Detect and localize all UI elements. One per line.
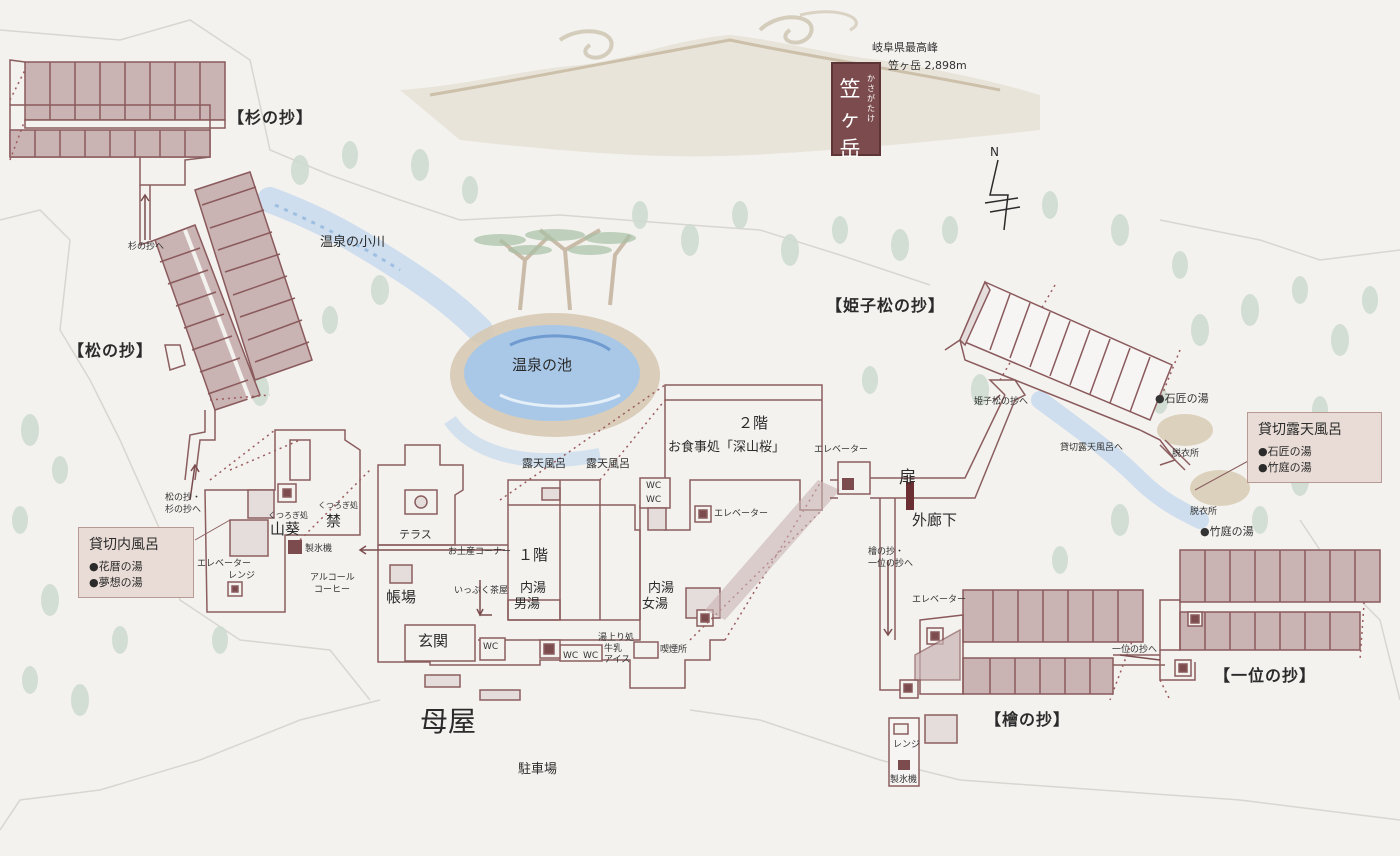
label-elevator-hinoki: エレベーター (912, 595, 967, 605)
label-to-matsu-sugi-line1: 松の抄・ (165, 493, 202, 503)
label-souvenir: お土産コーナー (448, 547, 512, 557)
kashikiri-uchiburo-box: 貸切内風呂 ●花暦の湯 ●夢想の湯 (78, 527, 194, 598)
stamp-reading: かさがたけ (867, 74, 875, 123)
label-ice-machine-small: 製氷機 (890, 775, 918, 785)
label-wc-d: WC (563, 651, 579, 661)
area-main-building: 母屋 (420, 705, 477, 738)
label-changing-room-a: 脱衣所 (1172, 449, 1200, 459)
label-outer-corridor: 外廊下 (912, 511, 958, 529)
label-restaurant: お食事処「深山桜」 (668, 440, 786, 455)
label-floor2: ２階 (738, 414, 769, 432)
label-wc-b: WC (646, 495, 662, 505)
kashikiri-rotenburo-box: 貸切露天風呂 ●石匠の湯 ●竹庭の湯 (1247, 412, 1382, 483)
area-sugi: 【杉の抄】 (228, 108, 314, 127)
label-smoking: 喫煙所 (660, 645, 688, 655)
label-door: 扉 (899, 468, 916, 488)
area-matsu: 【松の抄】 (68, 341, 154, 360)
label-elevator-main: エレベーター (714, 509, 769, 519)
label-kutsurogi-b: くつろぎ処 (318, 501, 358, 510)
peak-note-line1: 岐阜県最高峰 (872, 41, 938, 54)
hinoki-annex (888, 714, 958, 787)
label-to-ichii: 一位の抄へ (1112, 645, 1158, 655)
elevator-connector (705, 461, 871, 620)
label-alcohol-line2: コーヒー (314, 585, 351, 595)
kashikiri-uchiburo-item-1: ●花暦の湯 (89, 560, 143, 573)
kashikiri-rotenburo-item-1: ●石匠の湯 (1258, 445, 1312, 458)
label-to-hinoki-ichii-line1: 檜の抄・ (868, 547, 905, 557)
label-to-himekomatsu: 姫子松の抄へ (974, 397, 1029, 407)
label-sekisho-bath: ●石匠の湯 (1155, 392, 1209, 405)
label-range: レンジ (228, 571, 256, 581)
annex-left (204, 429, 361, 613)
label-alcohol-line1: アルコール (310, 573, 355, 583)
label-range-small: レンジ (893, 740, 921, 750)
terrace (377, 444, 464, 546)
rotenburo-huts (1157, 414, 1250, 506)
label-stream: 温泉の小川 (320, 235, 386, 250)
kashikiri-uchiburo-item-2: ●夢想の湯 (89, 575, 143, 589)
peak-note-line2: 笠ヶ岳 2,898m (888, 59, 967, 72)
label-parking: 駐車場 (518, 762, 558, 777)
label-ice-machine: 製氷機 (305, 544, 333, 554)
pine-foliage (474, 229, 636, 255)
label-entrance: 玄関 (418, 632, 449, 650)
label-pond: 温泉の池 (512, 356, 573, 374)
kashikiri-uchiburo-title: 貸切内風呂 (89, 537, 159, 553)
label-women-bath-line2: 女湯 (642, 597, 669, 612)
outer-corridor (830, 379, 1027, 691)
onsen-pond (444, 313, 660, 468)
building-sugi (9, 61, 226, 158)
label-men-bath-line1: 内湯 (520, 581, 547, 596)
label-women-bath-line1: 内湯 (648, 581, 675, 596)
label-yuagari-line2: 牛乳 (604, 644, 623, 654)
pointer-lines (194, 459, 1251, 541)
mountain-name-stamp: 笠ヶ岳 かさがたけ (831, 62, 881, 161)
onsen-stream (257, 187, 1209, 529)
label-to-matsu-sugi-line2: 杉の抄へ (165, 505, 202, 515)
mountain-kasagatake (400, 10, 1040, 157)
kashikiri-rotenburo-title: 貸切露天風呂 (1258, 422, 1342, 438)
direction-arrows (140, 193, 1161, 661)
kashikiri-rotenburo-item-2: ●竹庭の湯 (1258, 460, 1312, 474)
matsu-outline (139, 185, 216, 481)
area-ichii: 【一位の抄】 (1214, 666, 1317, 685)
building-matsu (154, 171, 313, 411)
label-floor1: １階 (518, 546, 549, 564)
label-changing-room-b: 脱衣所 (1190, 507, 1218, 517)
label-sanki: 山葵 (270, 520, 301, 538)
label-men-bath-line2: 男湯 (514, 597, 541, 612)
label-front-desk: 帳場 (386, 588, 417, 606)
label-wc-a: WC (646, 481, 662, 491)
sugi-outline (9, 59, 211, 186)
label-kutsurogi-a: くつろぎ処 (268, 511, 308, 520)
label-to-sugi: 杉の抄へ (128, 242, 165, 252)
compass-north-label: N (990, 145, 999, 159)
building-hinoki (899, 589, 1144, 699)
label-yuagari-line1: 湯上り処 (598, 633, 635, 643)
label-yuagari-line3: アイス (604, 655, 631, 665)
label-wc-c: WC (483, 642, 499, 652)
label-wc-e: WC (583, 651, 599, 661)
label-tea-corner: いっぷく茶屋 (454, 586, 509, 596)
stamp-name: 笠ヶ岳 (839, 77, 861, 161)
label-rotenburo-a: 露天風呂 (522, 457, 566, 470)
compass-icon (984, 159, 1021, 231)
main-floor2 (507, 384, 823, 531)
label-terrace: テラス (399, 528, 432, 541)
label-takeniwa-bath: ●竹庭の湯 (1200, 525, 1254, 538)
building-ichii (1159, 549, 1381, 681)
label-elevator-left: エレベーター (197, 559, 252, 569)
label-kinkyu: 禁 (326, 512, 342, 530)
building-himekomatsu (944, 280, 1177, 466)
label-elevator-corridor: エレベーター (814, 445, 869, 455)
label-rotenburo-b: 露天風呂 (586, 457, 630, 470)
label-to-kashikiri-rotenburo: 貸切露天風呂へ (1060, 443, 1124, 453)
label-to-hinoki-ichii-line2: 一位の抄へ (868, 559, 914, 569)
area-hinoki: 【檜の抄】 (985, 710, 1071, 729)
area-himekomatsu: 【姫子松の抄】 (826, 296, 946, 315)
main-building (377, 487, 725, 701)
